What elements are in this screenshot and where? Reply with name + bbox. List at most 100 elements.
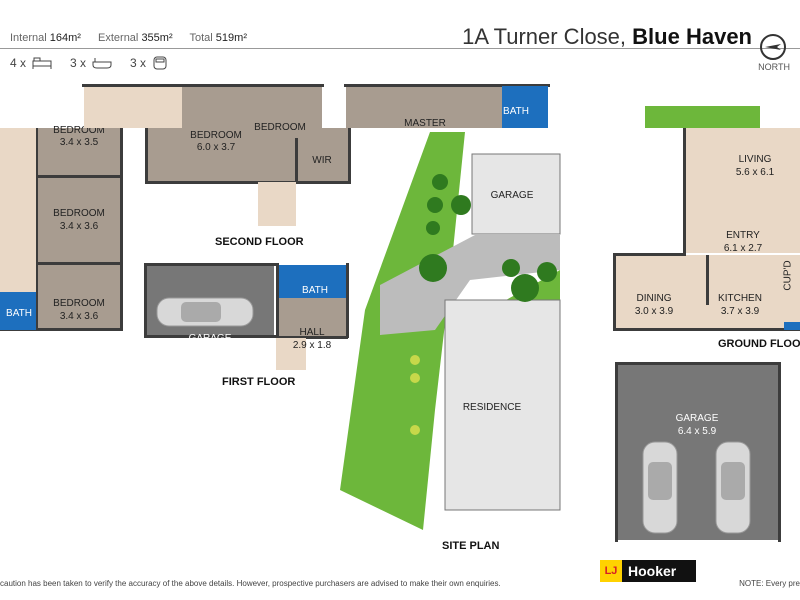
site-plan-title: SITE PLAN <box>442 540 500 552</box>
note: NOTE: Every pre <box>739 579 800 588</box>
entry-dim: 6.1 x 2.7 <box>723 243 763 254</box>
car-count: 3 x <box>130 56 147 70</box>
site-garage-label: GARAGE <box>490 190 534 201</box>
car-topview-icon <box>715 441 751 534</box>
bedroom-c-label: BEDROOM <box>53 298 105 309</box>
logo-mark: LJ <box>600 560 622 582</box>
external-value: 355m² <box>141 32 173 44</box>
dining-label: DINING <box>636 293 672 304</box>
wall <box>144 335 278 338</box>
wir-label: WIR <box>312 155 332 166</box>
total-label: Total <box>189 32 213 44</box>
bedroom-e-label: BEDROOM <box>254 122 306 133</box>
kitchen-label: KITCHEN <box>718 293 762 304</box>
total-value: 519m² <box>215 32 247 44</box>
stair-landing <box>258 182 296 226</box>
area-summary: Internal 164m² External 355m² Total 519m… <box>10 32 261 44</box>
hall-label: HALL <box>299 327 325 338</box>
wall <box>613 253 686 256</box>
wall <box>36 128 38 330</box>
wall <box>36 175 122 178</box>
wall <box>706 255 709 305</box>
garage-first-label: GARAGE <box>188 333 232 344</box>
dining-dim: 3.0 x 3.9 <box>634 306 674 317</box>
wall <box>276 263 279 338</box>
kitchen-dim: 3.7 x 3.9 <box>720 306 760 317</box>
bath-first-tile <box>278 265 348 298</box>
bedroom-b-label: BEDROOM <box>53 208 105 219</box>
car-icon <box>153 56 167 70</box>
wall <box>613 328 800 331</box>
bedroom-d-floor <box>145 128 350 183</box>
internal-label: Internal <box>10 32 47 44</box>
wall <box>615 362 618 542</box>
hall-dim: 2.9 x 1.8 <box>292 340 332 351</box>
upper-room <box>182 86 322 128</box>
bedroom-c-dim: 3.4 x 3.6 <box>59 311 99 322</box>
wall <box>778 362 781 542</box>
address: 1A Turner Close, <box>462 24 627 49</box>
living-label: LIVING <box>738 154 772 165</box>
bath-count: 3 x <box>70 56 87 70</box>
internal-value: 164m² <box>49 32 81 44</box>
wall <box>346 263 349 338</box>
master-label: MASTER <box>404 118 446 129</box>
ground-floor-title: GROUND FLOOR <box>718 338 800 350</box>
north-label: NORTH <box>758 62 790 72</box>
header-divider <box>0 48 800 49</box>
suburb: Blue Haven <box>632 24 752 49</box>
master-floor <box>346 86 502 128</box>
bedroom-stack <box>36 128 122 330</box>
bedroom-a-dim: 3.4 x 3.5 <box>59 137 99 148</box>
living-dim: 5.6 x 6.1 <box>735 167 775 178</box>
bedroom-a-label: BEDROOM <box>53 125 105 136</box>
wall <box>144 263 278 266</box>
wall <box>276 336 348 339</box>
garage-ground-label: GARAGE <box>675 413 719 424</box>
ground-bath-tile <box>784 322 800 330</box>
garage-ground-dim: 6.4 x 5.9 <box>677 426 717 437</box>
car-topview-icon <box>642 441 678 534</box>
car-topview-icon <box>156 297 254 327</box>
bath-icon <box>92 58 112 69</box>
wall <box>82 84 324 87</box>
wall <box>348 128 351 184</box>
residence-label: RESIDENCE <box>462 402 522 413</box>
wall <box>145 128 148 184</box>
wall <box>613 253 616 331</box>
wall <box>683 128 686 255</box>
wall <box>615 362 781 365</box>
wall <box>120 128 123 330</box>
lawn-strip <box>645 106 760 128</box>
compass-icon <box>760 34 786 60</box>
lj-hooker-logo: LJ Hooker <box>600 560 696 582</box>
wall <box>36 262 122 265</box>
property-title: 1A Turner Close, Blue Haven <box>462 24 752 50</box>
bath-first-label: BATH <box>302 285 328 296</box>
bath-master-label: BATH <box>503 106 529 117</box>
balcony <box>84 86 182 128</box>
cupd-label: CUP'D <box>782 260 794 291</box>
wall <box>0 328 123 331</box>
feature-counts: 4 x 3 x 3 x <box>10 56 180 70</box>
wall <box>295 138 298 182</box>
first-stairs <box>276 338 306 370</box>
wall <box>145 181 351 184</box>
bedroom-d-label: BEDROOM <box>190 130 242 141</box>
bath-left-tile <box>0 292 36 330</box>
bedroom-b-dim: 3.4 x 3.6 <box>59 221 99 232</box>
bed-count: 4 x <box>10 56 27 70</box>
bath-left-label: BATH <box>6 308 32 319</box>
bed-icon <box>32 57 52 69</box>
living-floor <box>685 128 800 253</box>
first-floor-title: FIRST FLOOR <box>222 376 296 388</box>
site-plan <box>340 132 561 530</box>
bedroom-d-dim: 6.0 x 3.7 <box>196 142 236 153</box>
wall <box>144 263 147 338</box>
garage-first-dim: 5.4 x 3.8 <box>190 346 230 357</box>
external-label: External <box>98 32 139 44</box>
hall-floor <box>278 298 348 338</box>
second-floor-title: SECOND FLOOR <box>215 236 304 248</box>
bath-master-tile <box>502 86 548 128</box>
wall <box>344 84 550 87</box>
